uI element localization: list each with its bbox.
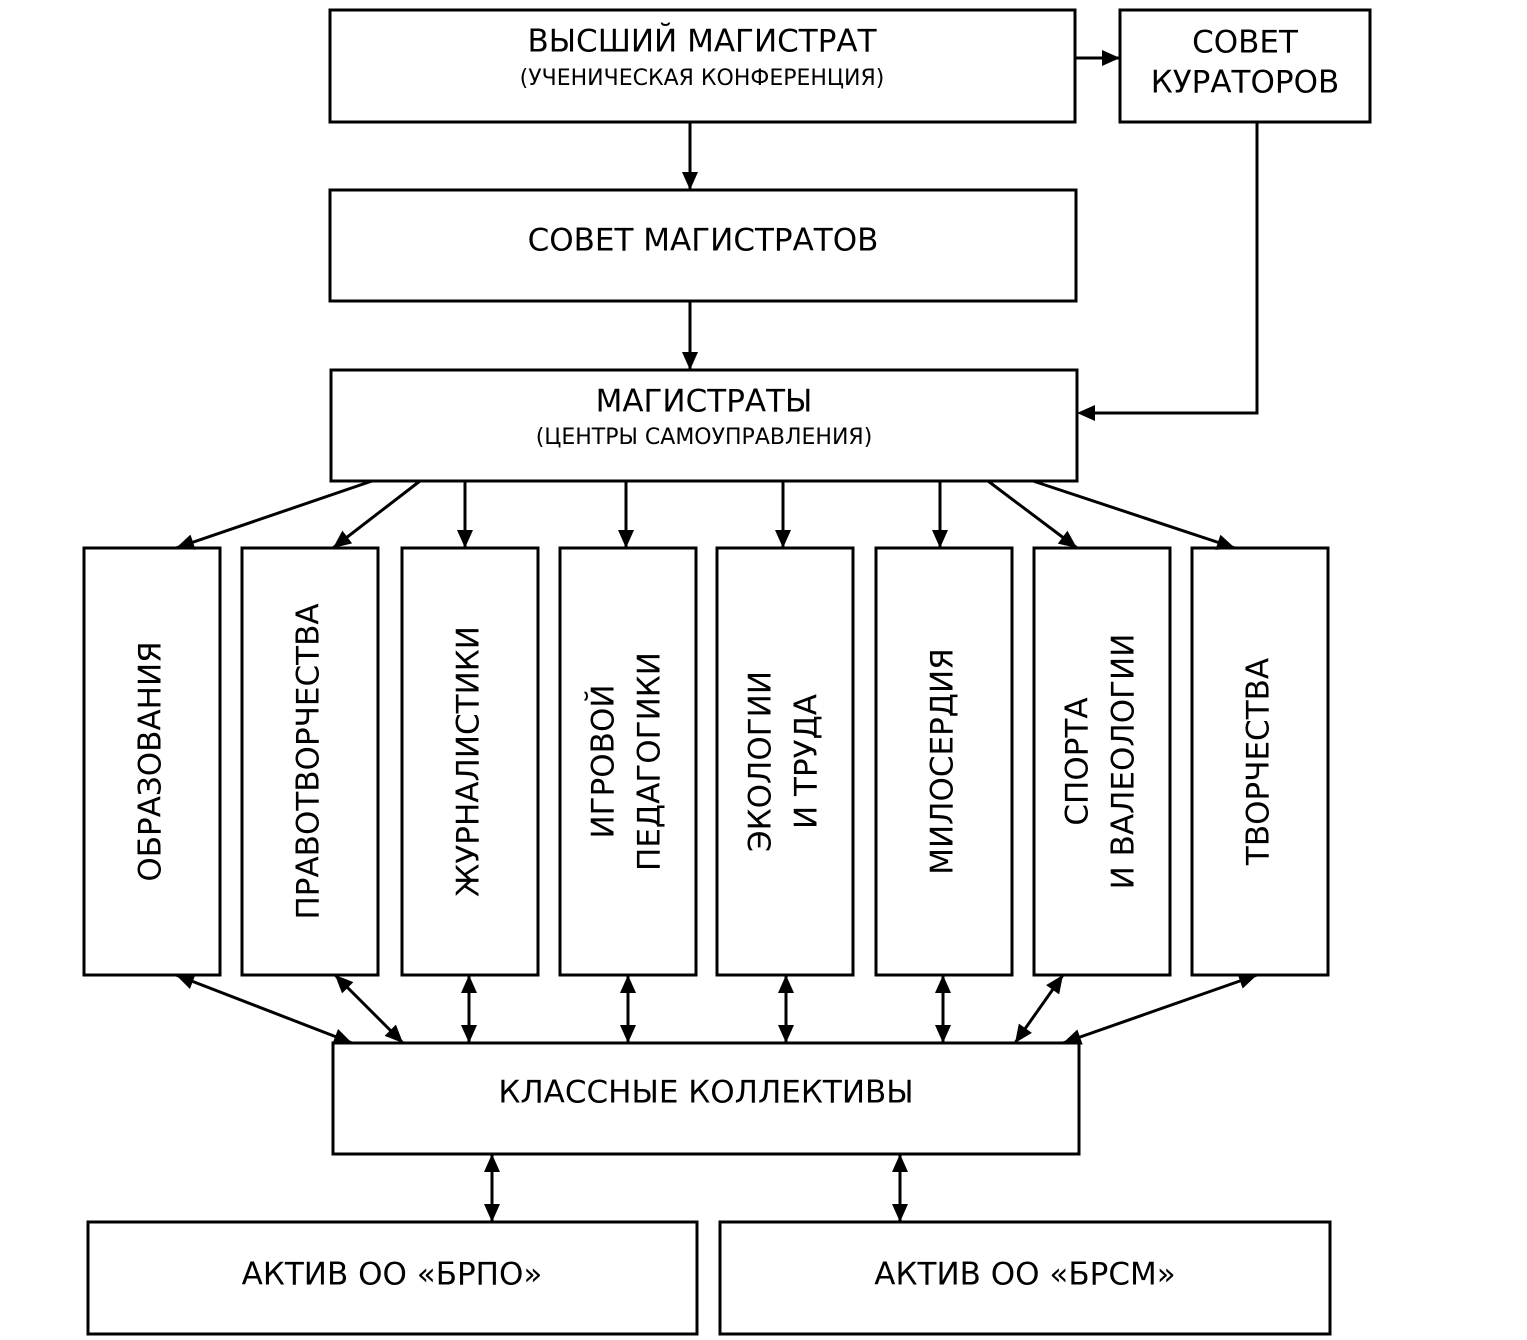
- arrow-magistrates-to-education-line: [175, 479, 373, 550]
- arrow-creativity-to-classes-head-start: [1237, 973, 1257, 989]
- arrow-classes-to-brsm-head-start: [892, 1154, 908, 1172]
- curators-council-box: СОВЕТ КУРАТОРОВ: [1118, 8, 1372, 124]
- brpo-activists-box: АКТИВ ОО «БРПО»: [86, 1220, 699, 1336]
- center-label-charity-line1: МИЛОСЕРДИЯ: [925, 648, 961, 875]
- center-label-ecology-labor-line1: ЭКОЛОГИИ: [743, 671, 779, 852]
- center-label-sport-valeology-line1: СПОРТА: [1060, 697, 1096, 825]
- arrow-charity-to-classes-head: [935, 1025, 951, 1043]
- curators-council-line1: СОВЕТ: [1192, 25, 1299, 61]
- arrow-magistrates-to-sport-valeology-head: [1057, 530, 1077, 548]
- higher-magistrate-title: ВЫСШИЙ МАГИСТРАТ: [527, 24, 877, 60]
- arrow-magistrates-to-lawmaking-line: [332, 479, 421, 550]
- center-box-journalism: ЖУРНАЛИСТИКИ: [400, 546, 540, 977]
- center-label-lawmaking-line1: ПРАВОТВОРЧЕСТВА: [291, 603, 327, 919]
- center-box-education: ОБРАЗОВАНИЯ: [82, 546, 222, 977]
- arrow-game-pedagogy-to-classes-head-start: [620, 975, 636, 993]
- arrow-sport-valeology-to-classes-head-start: [1046, 975, 1063, 995]
- class-collectives-title: КЛАССНЫЕ КОЛЛЕКТИВЫ: [498, 1075, 913, 1111]
- center-label-creativity-line1: ТВОРЧЕСТВА: [1241, 658, 1277, 866]
- arrow-lawmaking-to-classes-head: [384, 1024, 403, 1043]
- arrow-creativity-to-classes-head: [1063, 1029, 1083, 1045]
- center-label-ecology-labor-line2: И ТРУДА: [789, 694, 825, 829]
- brpo-activists-title: АКТИВ ОО «БРПО»: [242, 1257, 543, 1293]
- connectors: [175, 50, 1259, 1222]
- center-label-education-line1: ОБРАЗОВАНИЯ: [133, 641, 169, 881]
- center-box-lawmaking: ПРАВОТВОРЧЕСТВА: [240, 546, 380, 977]
- arrow-education-to-classes-head-start: [176, 974, 196, 989]
- curators-council-line2: КУРАТОРОВ: [1151, 65, 1340, 101]
- arrow-charity-to-classes-head-start: [935, 975, 951, 993]
- higher-magistrate-box: ВЫСШИЙ МАГИСТРАТ (УЧЕНИЧЕСКАЯ КОНФЕРЕНЦИ…: [328, 8, 1077, 124]
- curators-to-magistrates-head: [1077, 405, 1095, 421]
- magistrates-title: МАГИСТРАТЫ: [596, 384, 813, 420]
- arrow-lawmaking-to-classes-head-start: [335, 975, 354, 994]
- arrow-ecology-labor-to-classes-head-start: [778, 975, 794, 993]
- center-box-charity: МИЛОСЕРДИЯ: [874, 546, 1014, 977]
- arrow-magistrates-to-charity-head: [932, 530, 948, 548]
- council-of-magistrates-title: СОВЕТ МАГИСТРАТОВ: [528, 223, 879, 259]
- center-label-journalism-line1: ЖУРНАЛИСТИКИ: [451, 626, 487, 897]
- center-box-sport-valeology: СПОРТА И ВАЛЕОЛОГИИ: [1032, 546, 1172, 977]
- arrow-top-to-council-head: [682, 172, 698, 190]
- center-label-sport-valeology-line2: И ВАЛЕОЛОГИИ: [1106, 634, 1142, 890]
- center-box-ecology-labor: ЭКОЛОГИИ И ТРУДА: [715, 546, 855, 977]
- curators-to-magistrates-line: [1093, 122, 1259, 415]
- center-label-game-pedagogy-line1: ИГРОВОЙ: [586, 684, 622, 838]
- higher-magistrate-subtitle: (УЧЕНИЧЕСКАЯ КОНФЕРЕНЦИЯ): [520, 66, 885, 91]
- class-collectives-box: КЛАССНЫЕ КОЛЛЕКТИВЫ: [331, 1041, 1081, 1156]
- arrow-magistrates-to-lawmaking-head: [333, 530, 353, 548]
- centers-row: ОБРАЗОВАНИЯ ПРАВОТВОРЧЕСТВА ЖУРНАЛИСТИКИ ИГ…: [82, 546, 1330, 977]
- arrow-magistrates-to-creativity-line: [1032, 479, 1236, 550]
- arrow-magistrates-to-education-head: [176, 534, 196, 550]
- arrow-council-to-magistrates-head: [682, 352, 698, 370]
- arrow-magistrates-to-creativity-head: [1215, 534, 1235, 550]
- brsm-activists-box: АКТИВ ОО «БРСМ»: [718, 1220, 1332, 1336]
- arrow-magistrates-to-game-pedagogy-head: [618, 530, 634, 548]
- arrow-game-pedagogy-to-classes-head: [620, 1025, 636, 1043]
- arrow-sport-valeology-to-classes-head: [1015, 1023, 1032, 1043]
- arrow-creativity-to-classes-line: [1062, 973, 1258, 1045]
- magistrates-box: МАГИСТРАТЫ (ЦЕНТРЫ САМОУПРАВЛЕНИЯ): [329, 368, 1079, 483]
- arrow-magistrates-to-sport-valeology-line: [987, 479, 1078, 550]
- arrow-classes-to-brpo-head: [484, 1204, 500, 1222]
- arrow-education-to-classes-head: [332, 1029, 352, 1044]
- brsm-activists-title: АКТИВ ОО «БРСМ»: [874, 1257, 1175, 1293]
- arrow-classes-to-brpo-head-start: [484, 1154, 500, 1172]
- arrow-ecology-labor-to-classes-head: [778, 1025, 794, 1043]
- council-of-magistrates-box: СОВЕТ МАГИСТРАТОВ: [328, 188, 1078, 303]
- arrow-magistrates-to-ecology-labor-head: [775, 530, 791, 548]
- arrow-magistrates-to-journalism-head: [457, 530, 473, 548]
- center-box-game-pedagogy: ИГРОВОЙ ПЕДАГОГИКИ: [558, 546, 698, 977]
- center-box-creativity: ТВОРЧЕСТВА: [1190, 546, 1330, 977]
- magistrates-subtitle: (ЦЕНТРЫ САМОУПРАВЛЕНИЯ): [536, 425, 873, 450]
- arrow-classes-to-brsm-head: [892, 1204, 908, 1222]
- arrow-journalism-to-classes-head-start: [461, 975, 477, 993]
- arrow-top-to-curators-head: [1102, 50, 1120, 66]
- arrow-education-to-classes-line: [175, 973, 353, 1045]
- center-label-game-pedagogy-line2: ПЕДАГОГИКИ: [632, 652, 668, 871]
- arrow-journalism-to-classes-head: [461, 1025, 477, 1043]
